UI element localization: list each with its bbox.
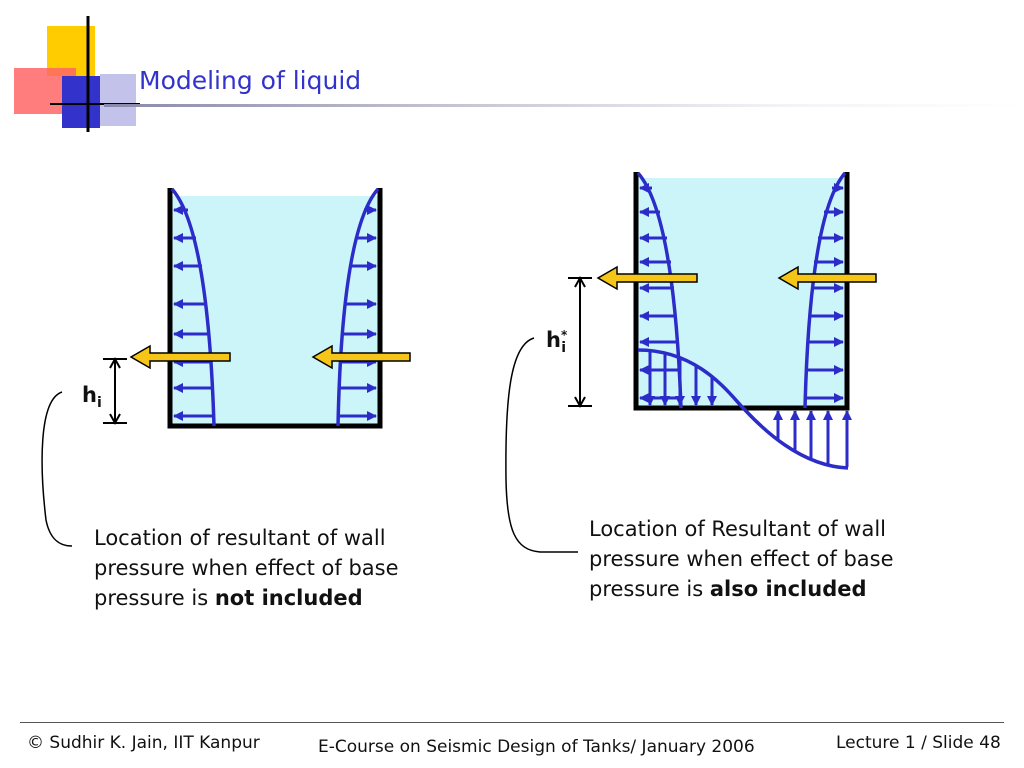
left-tank-water [170, 196, 380, 426]
title-underline [104, 104, 1024, 107]
left-tank [41, 187, 411, 547]
left-tank-walls [167, 188, 383, 429]
right-tank-height-dimension [568, 275, 592, 409]
left-callout-curve [41, 391, 73, 547]
logo-blue-square [62, 76, 100, 128]
right-tank [505, 171, 877, 553]
right-height-label: h*i [546, 328, 568, 356]
right-callout-curve [505, 337, 578, 553]
left-height-label: hi [82, 383, 102, 411]
right-tank-water [636, 178, 847, 408]
left-tank-left-wall-pressure [170, 187, 216, 427]
right-tank-resultant-arrow-right [777, 265, 877, 291]
footer-course: E-Course on Seismic Design of Tanks/ Jan… [318, 737, 755, 757]
right-caption: Location of Resultant of wall pressure w… [589, 517, 894, 601]
slide-title: Modeling of liquid [139, 66, 362, 95]
logo-lightblue-square [100, 74, 136, 126]
left-caption: Location of resultant of wall pressure w… [94, 526, 399, 610]
right-tank-right-wall-pressure [803, 171, 847, 409]
left-tank-resultant-arrow-left [129, 344, 231, 370]
right-tank-base-pressure [637, 348, 852, 470]
footer-divider [20, 722, 1004, 723]
footer-copyright: © Sudhir K. Jain, IIT Kanpur [27, 733, 260, 753]
left-tank-right-wall-pressure [336, 187, 380, 427]
right-tank-resultant-arrow-left [596, 265, 698, 291]
footer-slide-number: Lecture 1 / Slide 48 [836, 733, 1001, 753]
left-tank-height-dimension [103, 356, 127, 426]
left-tank-resultant-arrow-right [311, 344, 411, 370]
